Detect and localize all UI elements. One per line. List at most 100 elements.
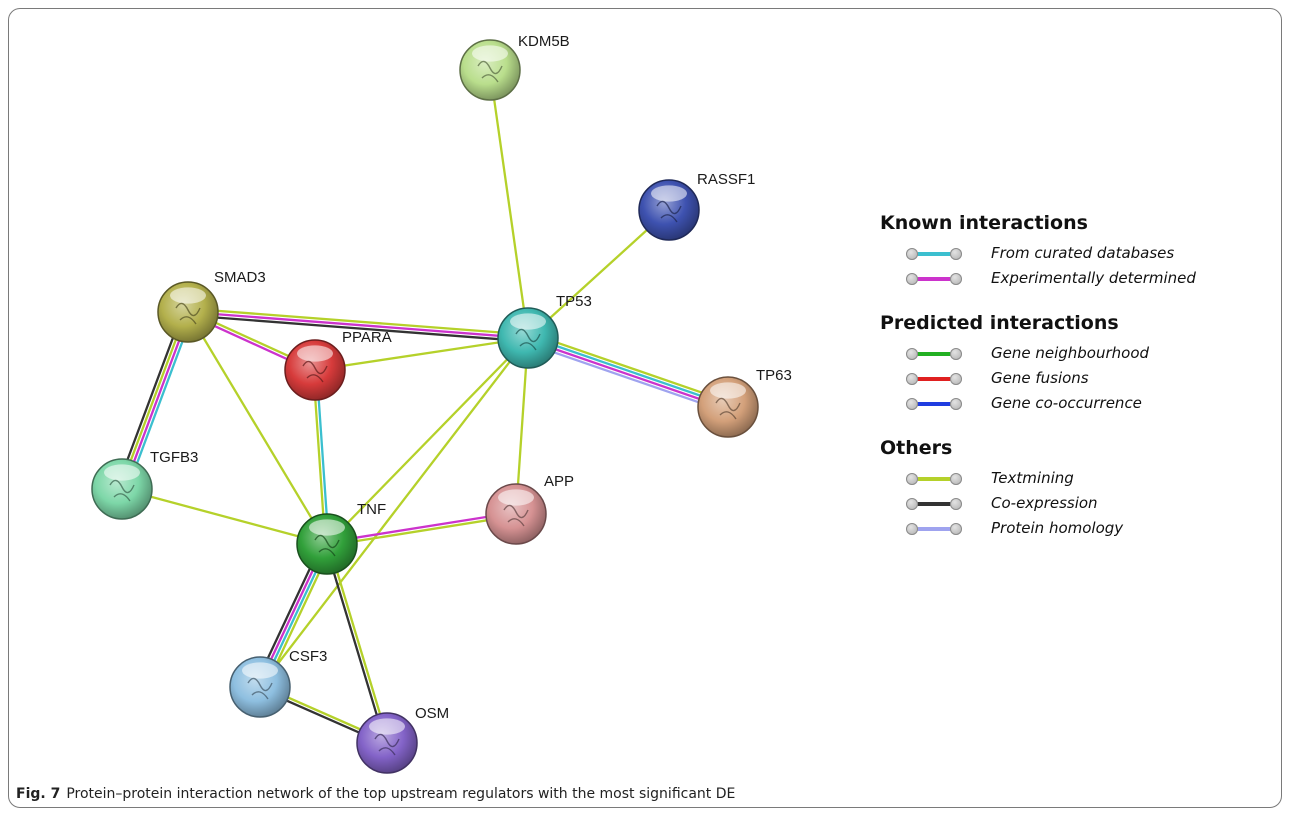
node-label: RASSF1 — [697, 171, 755, 188]
node-highlight — [309, 519, 345, 536]
node-smad3[interactable]: SMAD3 — [157, 269, 266, 343]
node-kdm5b[interactable]: KDM5B — [459, 33, 570, 101]
node-highlight — [104, 464, 140, 481]
node-label: TP53 — [556, 293, 592, 310]
figure-caption: Fig. 7 Protein–protein interaction networ… — [16, 786, 735, 802]
node-highlight — [369, 718, 405, 735]
edge-ppara-tp53-textmining — [313, 336, 530, 372]
legend-bar — [912, 277, 956, 281]
structure-glyph-icon — [109, 479, 135, 502]
legend-bar — [912, 527, 956, 531]
edge-rassf1-tp53-textmining — [526, 208, 671, 340]
node-ppara[interactable]: PPARA — [284, 329, 392, 401]
node-label: TNF — [357, 501, 386, 518]
edge-tp53-tp63-textmining — [528, 332, 731, 404]
legend-known-heading: Known interactions — [880, 212, 1088, 234]
edge-smad3-tnf-textmining — [186, 310, 329, 546]
legend-dot-icon — [906, 373, 918, 385]
node-tp53[interactable]: TP53 — [497, 293, 592, 369]
legend-bar — [912, 502, 956, 506]
legend-swatch-fusions — [906, 373, 962, 385]
edge-smad3-tgfb3-coexpression — [116, 309, 185, 489]
node-label: CSF3 — [289, 648, 327, 665]
structure-glyph-icon — [656, 200, 682, 223]
node-tp63[interactable]: TP63 — [697, 367, 792, 438]
edge-tnf-osm-coexpression — [324, 543, 387, 745]
edge-tp53-tp63-curated — [527, 335, 730, 407]
node-highlight — [170, 287, 206, 304]
legend-dot-icon — [906, 523, 918, 535]
legend-bar — [912, 252, 956, 256]
legend-dot-icon — [950, 273, 962, 285]
node-highlight — [510, 313, 546, 330]
legend-label-fusions: Gene fusions — [991, 369, 1089, 387]
legend-swatch-neighbourhood — [906, 348, 962, 360]
edge-app-tnf-textmining — [326, 514, 518, 547]
node-app[interactable]: APP — [485, 473, 574, 545]
legend-row-neighbourhood: Gene neighbourhood — [880, 342, 1270, 367]
structure-glyph-icon — [247, 677, 273, 700]
structure-glyph-icon — [302, 360, 328, 383]
figure-caption-text: Protein–protein interaction network of t… — [66, 786, 736, 802]
structure-glyph-icon — [503, 504, 529, 527]
node-tgfb3[interactable]: TGFB3 — [91, 449, 198, 520]
node-label: TP63 — [756, 367, 792, 384]
legend-bar — [912, 352, 956, 356]
edge-kdm5b-tp53-textmining — [488, 68, 530, 340]
edge-smad3-tp53-textmining — [187, 307, 530, 336]
node-highlight — [710, 382, 746, 399]
node-highlight — [242, 662, 278, 679]
node-tnf[interactable]: TNF — [296, 501, 386, 575]
legend-label-curated: From curated databases — [991, 244, 1175, 262]
legend-row-homology: Protein homology — [880, 517, 1270, 542]
node-osm[interactable]: OSM — [356, 705, 449, 774]
legend-row-experimental: Experimentally determined — [880, 267, 1270, 292]
edge-smad3-tgfb3-experimental — [122, 311, 191, 491]
legend-bar — [912, 402, 956, 406]
edge-tp53-tp63-homology — [525, 341, 728, 413]
legend-row-coexpression: Co-expression — [880, 492, 1270, 517]
legend-row-cooccurrence: Gene co-occurrence — [880, 392, 1270, 417]
figure-caption-label: Fig. 7 — [16, 786, 61, 802]
edge-smad3-tgfb3-curated — [125, 312, 194, 492]
legend-swatch-textmining — [906, 473, 962, 485]
node-label: PPARA — [342, 329, 392, 346]
legend-swatch-coexpression — [906, 498, 962, 510]
node-highlight — [651, 185, 687, 202]
legend-dot-icon — [906, 348, 918, 360]
legend-dot-icon — [950, 473, 962, 485]
legend-swatch-experimental — [906, 273, 962, 285]
legend-label-cooccurrence: Gene co-occurrence — [991, 394, 1142, 412]
legend-label-coexpression: Co-expression — [991, 494, 1098, 512]
legend-row-textmining: Textmining — [880, 467, 1270, 492]
edge-smad3-tgfb3-textmining — [119, 310, 188, 490]
node-csf3[interactable]: CSF3 — [229, 648, 327, 718]
figure-frame — [8, 8, 1282, 808]
legend-dot-icon — [906, 473, 918, 485]
edge-tp53-tp63-experimental — [526, 338, 729, 410]
legend-bar — [912, 477, 956, 481]
legend-dot-icon — [950, 523, 962, 535]
legend-dot-icon — [950, 373, 962, 385]
edge-tp53-tnf-textmining — [325, 336, 530, 546]
edge-smad3-tp53-coexpression — [186, 314, 529, 343]
node-label: OSM — [415, 705, 449, 722]
node-highlight — [297, 345, 333, 362]
structure-glyph-icon — [175, 302, 201, 325]
legend-dot-icon — [950, 348, 962, 360]
node-label: TGFB3 — [150, 449, 198, 466]
structure-glyph-icon — [715, 397, 741, 420]
legend-dot-icon — [950, 248, 962, 260]
legend-swatch-homology — [906, 523, 962, 535]
structure-glyph-icon — [374, 733, 400, 756]
legend-swatch-curated — [906, 248, 962, 260]
legend-dot-icon — [906, 398, 918, 410]
legend-row-fusions: Gene fusions — [880, 367, 1270, 392]
legend-known-section: Known interactions From curated database… — [880, 212, 1270, 292]
node-rassf1[interactable]: RASSF1 — [638, 171, 755, 241]
structure-glyph-icon — [314, 534, 340, 557]
structure-glyph-icon — [477, 60, 503, 83]
